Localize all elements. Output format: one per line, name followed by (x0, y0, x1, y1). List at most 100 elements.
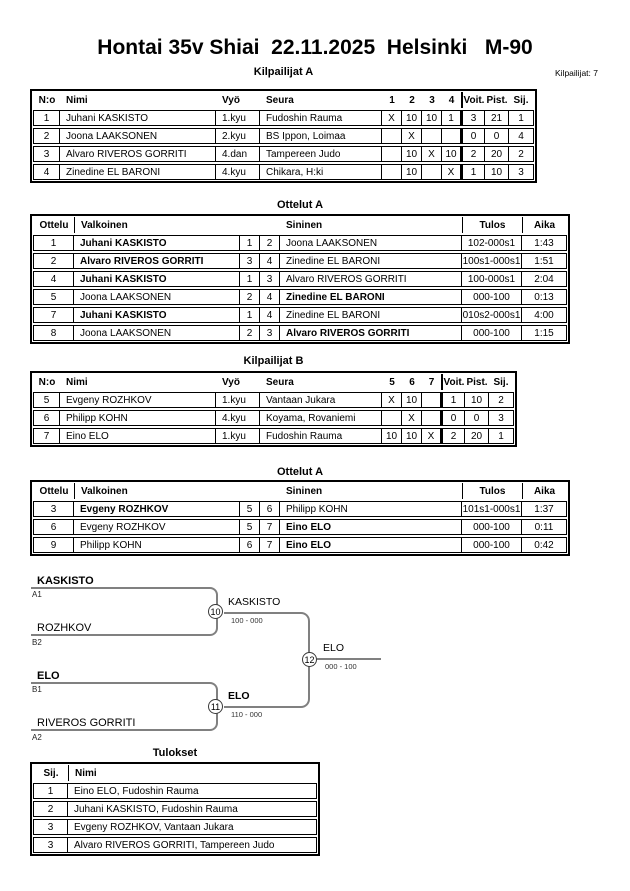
table-cell: 2 (461, 147, 485, 161)
table-cell: 000-100 (462, 290, 522, 304)
table-cell: Fudoshin Rauma (260, 429, 382, 443)
table-cell: 1 (461, 165, 485, 179)
table-cell: 10 (402, 147, 422, 161)
table-cell: 010s2-000s1 (462, 308, 522, 322)
table-cell: 4 (34, 165, 60, 179)
table-cell: 10 (402, 165, 422, 179)
table-cell: 21 (485, 111, 509, 125)
table-cell: 000-100 (462, 520, 522, 534)
table-cell (260, 217, 280, 233)
table-cell: Nimi (66, 376, 88, 388)
match-circle-10: 10 (208, 604, 223, 619)
table-cell: Eino ELO (280, 520, 462, 534)
table-cell: N:o (38, 94, 56, 106)
table-cell: Evgeny ROZHKOV (74, 520, 240, 534)
table-cell: 6 (34, 411, 60, 425)
table-cell: Tulos (462, 483, 522, 499)
table-cell: X (422, 147, 442, 161)
table-cell: 1 (442, 111, 461, 125)
table-cell: Ottelu (39, 219, 69, 231)
table-cell: Koyama, Rovaniemi (260, 411, 382, 425)
table-cell: 0:13 (534, 291, 554, 303)
table-cell: Juhani KASKISTO (74, 236, 240, 250)
table-cell: 1 (498, 430, 504, 442)
bracket-final-line (317, 658, 381, 660)
table-cell: 2.kyu (216, 129, 260, 143)
table-cell (382, 129, 402, 143)
table-cell: Nimi (66, 94, 88, 106)
table-cell: Ottelu (39, 485, 69, 497)
table-cell: Alvaro RIVEROS GORRITI (280, 272, 462, 286)
match-score: 000 - 100 (325, 662, 357, 671)
table-cell: 100s1-000s1 (462, 254, 522, 268)
table-cell: 3 (34, 147, 60, 161)
table-cell: 10 (465, 393, 489, 407)
table-cell: 5 (240, 502, 260, 516)
table-cell: 1 (240, 272, 260, 286)
table-cell: 2 (240, 290, 260, 304)
table-cell: 1 (441, 393, 465, 407)
table-cell (382, 147, 402, 161)
table-cell: X (442, 165, 461, 179)
match-winner-name: ELO (228, 690, 250, 702)
table-cell (382, 411, 402, 425)
table-cell: Vyö (222, 94, 240, 106)
table-cell: 4 (260, 308, 280, 322)
table-cell: Eino ELO (60, 429, 216, 443)
table-cell: Alvaro RIVEROS GORRITI (60, 147, 216, 161)
table-header-row: Sij.Nimi (33, 765, 317, 781)
table-cell: 3 (240, 254, 260, 268)
table-cell: Sij. (513, 94, 529, 106)
match-score: 100 - 000 (231, 616, 263, 625)
table-cell: Nimi (68, 765, 312, 781)
table-cell (422, 393, 441, 407)
table-cell: 100-000s1 (462, 272, 522, 286)
table-cell: 6 (240, 538, 260, 552)
table-cell: Joona LAAKSONEN (74, 290, 240, 304)
bracket-entrant-seed: A2 (32, 733, 42, 742)
table-cell: Aika (522, 217, 566, 233)
table-cell: 20 (465, 429, 489, 443)
table-cell (260, 483, 280, 499)
bracket-entrant-seed: B2 (32, 638, 42, 647)
table-cell: 2 (441, 429, 465, 443)
table-cell (422, 411, 441, 425)
table-cell: X (402, 129, 422, 143)
section-title-ottelut-a: Ottelut A (276, 199, 324, 211)
table-cell: Fudoshin Rauma (260, 111, 382, 125)
table-cell: BS Ippon, Loimaa (260, 129, 382, 143)
table-cell: Zinedine EL BARONI (60, 165, 216, 179)
bracket-entrant-name: ROZHKOV (37, 622, 92, 634)
table-cell: Eino ELO (280, 538, 462, 552)
match-score: 110 - 000 (231, 710, 263, 719)
table-cell: 1 (34, 236, 74, 250)
table-cell: 1:51 (534, 255, 554, 267)
table-cell: 7 (428, 376, 435, 388)
page-title: Hontai 35v Shiai 22.11.2025 Helsinki M-9… (97, 36, 533, 59)
table-cell: Chikara, H:ki (260, 165, 382, 179)
table-cell: 10 (422, 111, 442, 125)
table-cell: 1 (240, 308, 260, 322)
table-cell (442, 129, 461, 143)
table-cell: 0 (485, 129, 509, 143)
table-cell: 2 (34, 129, 60, 143)
